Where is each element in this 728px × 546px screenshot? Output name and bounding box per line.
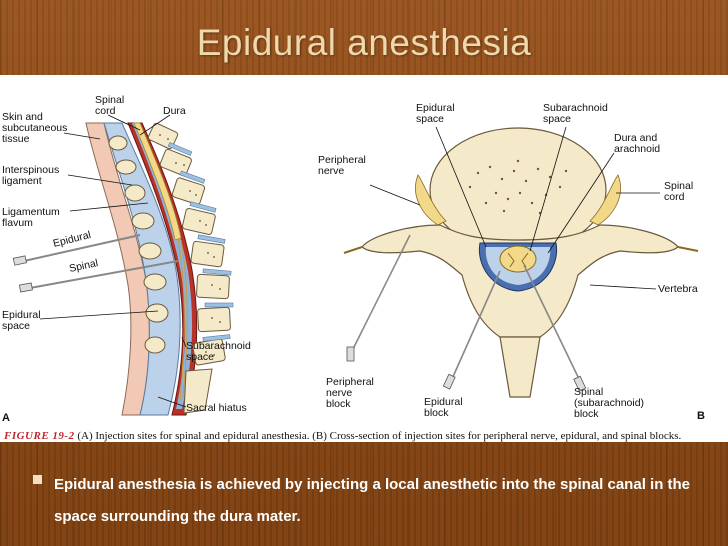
figure-caption: FIGURE 19-2 (A) Injection sites for spin… [4,430,724,443]
label-sacral-hiatus: Sacral hiatus [186,402,247,414]
panel-a-illustration [12,114,234,416]
caption-text: (A) Injection sites for spinal and epidu… [74,430,682,442]
bullet-item: Epidural anesthesia is achieved by injec… [33,469,703,533]
panel-letter-a: A [2,412,10,424]
label-vertebra: Vertebra [658,283,698,295]
figure-number: FIGURE 19-2 [4,430,75,442]
bullet-text: Epidural anesthesia is achieved by injec… [54,476,691,525]
square-bullet-icon [33,475,42,484]
panel-b-illustration [343,126,699,398]
label-spinal-block: Spinal(subarachnoid)block [574,386,644,420]
slide-title: Epidural anesthesia [196,22,532,63]
label-spinal-needle: Spinal [68,257,99,275]
label-dura-a: Dura [163,105,186,117]
panel-letter-b: B [697,410,705,422]
